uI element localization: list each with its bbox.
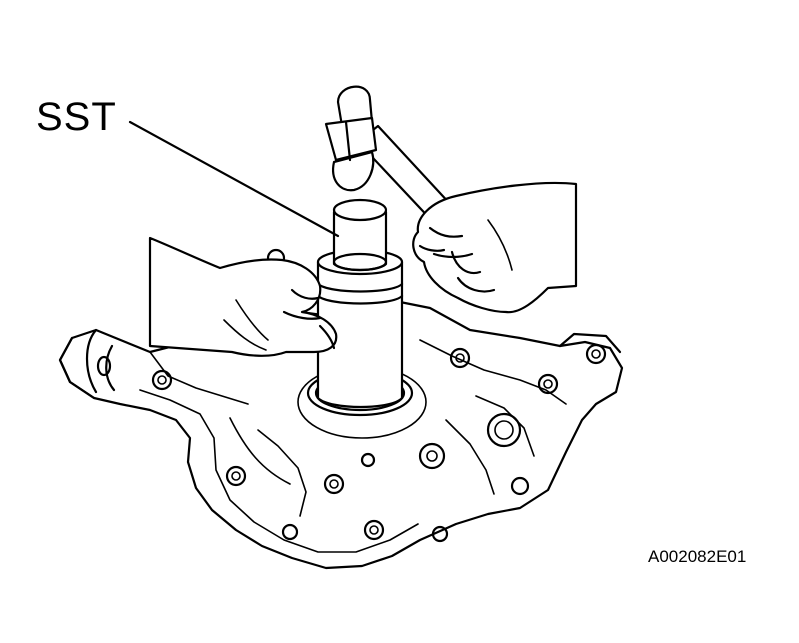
right-hand xyxy=(412,181,578,314)
sst-callout: SST xyxy=(36,95,340,238)
sst-label: SST xyxy=(36,95,117,139)
pump-housing xyxy=(58,248,624,570)
left-hand xyxy=(148,236,338,357)
bolt-holes xyxy=(151,343,607,543)
figure-code: A002082E01 xyxy=(648,547,746,566)
leader-line xyxy=(128,120,340,238)
sst-tool xyxy=(316,198,404,409)
